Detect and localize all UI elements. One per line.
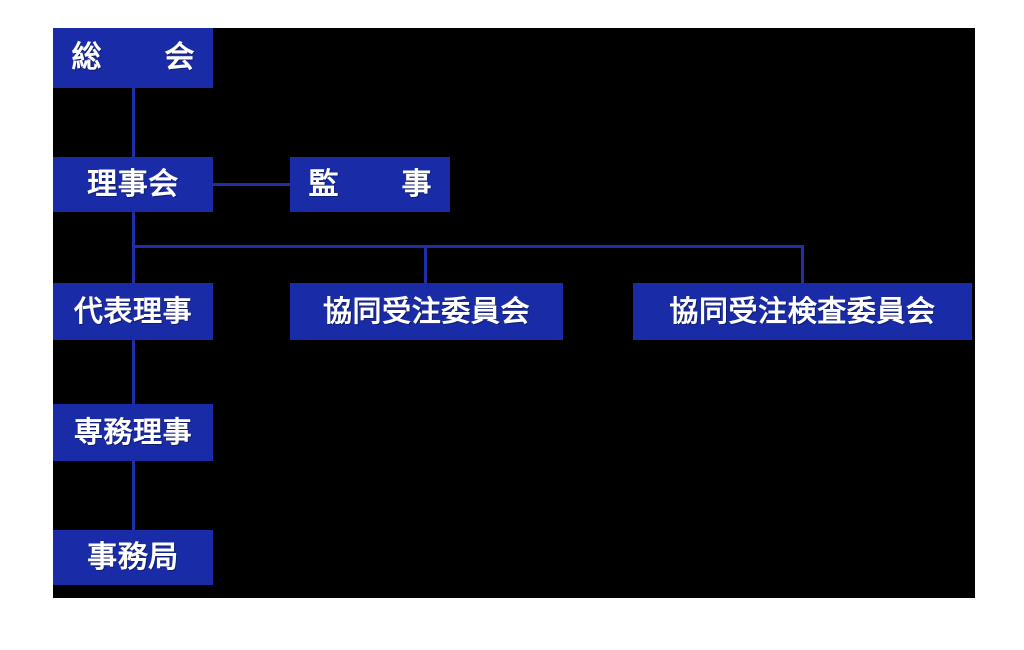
node-joint-order-committee-label: 協同受注委員会: [322, 294, 531, 328]
node-auditor[interactable]: 監 事: [290, 157, 450, 212]
node-secretariat[interactable]: 事務局: [53, 530, 213, 585]
node-joint-order-committee[interactable]: 協同受注委員会: [290, 283, 563, 340]
connector-bus-to-kyodokensa: [801, 245, 804, 283]
connector-daihyo-to-senmu: [132, 340, 135, 404]
connector-senmu-to-jimukyoku: [132, 461, 135, 530]
node-representative-director-label: 代表理事: [73, 294, 193, 328]
connector-committee-bus: [132, 245, 804, 248]
node-joint-order-inspection-committee-label: 協同受注検査委員会: [669, 294, 936, 328]
node-representative-director[interactable]: 代表理事: [53, 283, 213, 340]
connector-bus-to-kyodo: [424, 245, 427, 283]
node-executive-director-label: 専務理事: [73, 415, 193, 449]
org-chart-canvas: 総 会 理事会 監 事 代表理事 協同受注委員会 協同受注検査委員会 専務理事 …: [53, 28, 975, 598]
node-auditor-label: 監 事: [308, 166, 448, 202]
node-general-meeting[interactable]: 総 会: [53, 28, 213, 88]
node-general-meeting-label: 総 会: [71, 40, 211, 75]
node-board-of-directors[interactable]: 理事会: [53, 157, 213, 212]
connector-sokai-to-rijikai: [132, 88, 135, 157]
node-secretariat-label: 事務局: [87, 539, 179, 575]
connector-rijikai-to-kanji: [213, 183, 290, 186]
node-executive-director[interactable]: 専務理事: [53, 404, 213, 461]
node-board-of-directors-label: 理事会: [87, 166, 179, 202]
node-joint-order-inspection-committee[interactable]: 協同受注検査委員会: [633, 283, 972, 340]
